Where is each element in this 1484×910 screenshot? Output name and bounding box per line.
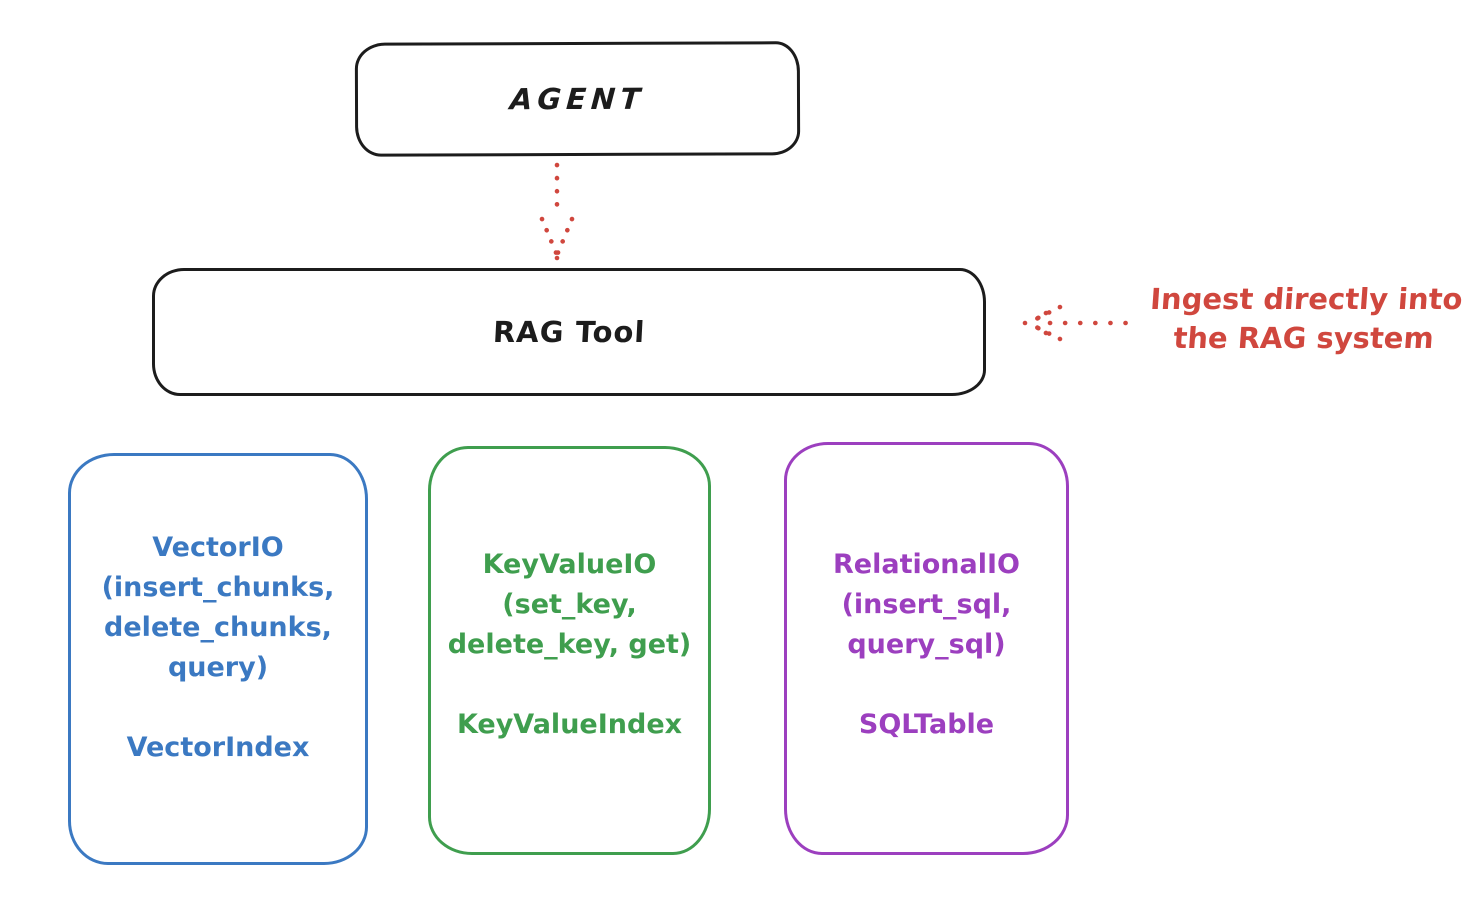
vector-index-label: VectorIndex <box>126 732 310 763</box>
ingest-annotation: Ingest directly into the RAG system <box>1133 280 1476 358</box>
rag-tool-node-label: RAG Tool <box>491 315 647 349</box>
vector-io-method: query) <box>167 652 269 683</box>
keyvalue-io-method: delete_key, get) <box>447 629 692 660</box>
keyvalue-io-title: KeyValueIO <box>482 549 657 580</box>
keyvalue-io-method: (set_key, <box>502 589 637 620</box>
vector-io-method: (insert_chunks, <box>101 572 335 603</box>
relational-io-card: RelationalIO (insert_sql, query_sql) SQL… <box>784 442 1069 855</box>
agent-node: AGENT <box>354 41 801 157</box>
ingest-annotation-line1: Ingest directly into <box>1149 282 1464 316</box>
ingest-annotation-line2: the RAG system <box>1172 321 1435 355</box>
keyvalue-io-card: KeyValueIO (set_key, delete_key, get) Ke… <box>428 446 711 855</box>
sql-table-label: SQLTable <box>858 709 995 740</box>
vector-io-card: VectorIO (insert_chunks, delete_chunks, … <box>68 453 368 865</box>
vector-io-title: VectorIO <box>152 532 284 563</box>
relational-io-method: query_sql) <box>847 629 1006 660</box>
vector-io-method: delete_chunks, <box>104 612 332 643</box>
agent-to-ragtool-arrow-icon <box>539 162 575 261</box>
ingest-annotation-arrow-icon <box>1022 304 1135 342</box>
relational-io-title: RelationalIO <box>833 549 1020 580</box>
keyvalue-index-label: KeyValueIndex <box>456 709 683 740</box>
relational-io-method: (insert_sql, <box>841 589 1012 620</box>
rag-tool-node: RAG Tool <box>152 268 986 396</box>
agent-node-label: AGENT <box>508 81 647 117</box>
